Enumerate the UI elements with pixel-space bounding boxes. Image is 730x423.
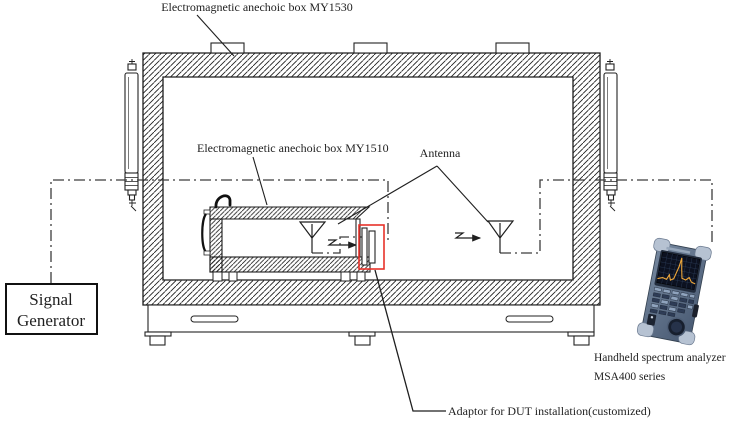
cable-signal-generator-to-dut xyxy=(50,179,389,283)
analyzer-keypad xyxy=(649,286,696,317)
analyzer-power-switch xyxy=(646,313,657,326)
signal-generator-label-line1: Signal xyxy=(29,290,73,309)
analyzer-knob-inner xyxy=(671,321,683,333)
right-feedthrough-connector xyxy=(603,59,618,212)
handle-slot xyxy=(190,315,239,323)
cable-hook xyxy=(214,194,232,209)
leader-antenna-left xyxy=(337,165,438,225)
inner-box-handle xyxy=(201,209,211,256)
left-feedthrough-connector xyxy=(124,59,139,212)
signal-generator-label-line2: Generator xyxy=(17,311,85,330)
signal-generator: Signal Generator xyxy=(5,283,98,335)
inner-box-label: Electromagnetic anechoic box MY1510 xyxy=(197,141,389,155)
dut-adaptor-highlight xyxy=(358,224,385,270)
leader-inner-box-label xyxy=(252,156,268,206)
spectrum-analyzer xyxy=(636,237,712,346)
leader-lines xyxy=(196,14,489,412)
radiation-arrow xyxy=(327,239,358,249)
outer-box-label: Electromagnetic anechoic box MY1530 xyxy=(161,0,353,14)
inner-box-feet xyxy=(212,271,366,282)
analyzer-caption-line1: Handheld spectrum analyzer xyxy=(594,352,726,364)
analyzer-side-connector xyxy=(692,304,699,318)
analyzer-power-led xyxy=(650,316,654,319)
adaptor-label: Adaptor for DUT installation(customized) xyxy=(448,404,651,418)
cable-receive-antenna-to-analyzer xyxy=(500,179,713,254)
antenna-label: Antenna xyxy=(420,146,461,160)
leader-antenna-right xyxy=(436,165,489,223)
box-feet xyxy=(144,331,595,346)
dut-adaptor xyxy=(355,218,376,266)
outer-box-walls xyxy=(142,52,601,306)
inner-antenna xyxy=(298,221,327,253)
radiation-arrow xyxy=(454,232,482,242)
receive-antenna xyxy=(486,220,515,253)
top-latch xyxy=(495,42,530,54)
analyzer-brand-strip xyxy=(666,246,691,254)
spectrum-trace xyxy=(657,257,696,285)
analyzer-caption-line2: MSA400 series xyxy=(594,371,666,383)
inner-box-walls xyxy=(209,206,371,273)
handle-slot xyxy=(505,315,554,323)
leader-outer-box-label xyxy=(196,14,235,57)
top-latch xyxy=(353,42,388,54)
leader-adaptor-label xyxy=(374,269,446,412)
